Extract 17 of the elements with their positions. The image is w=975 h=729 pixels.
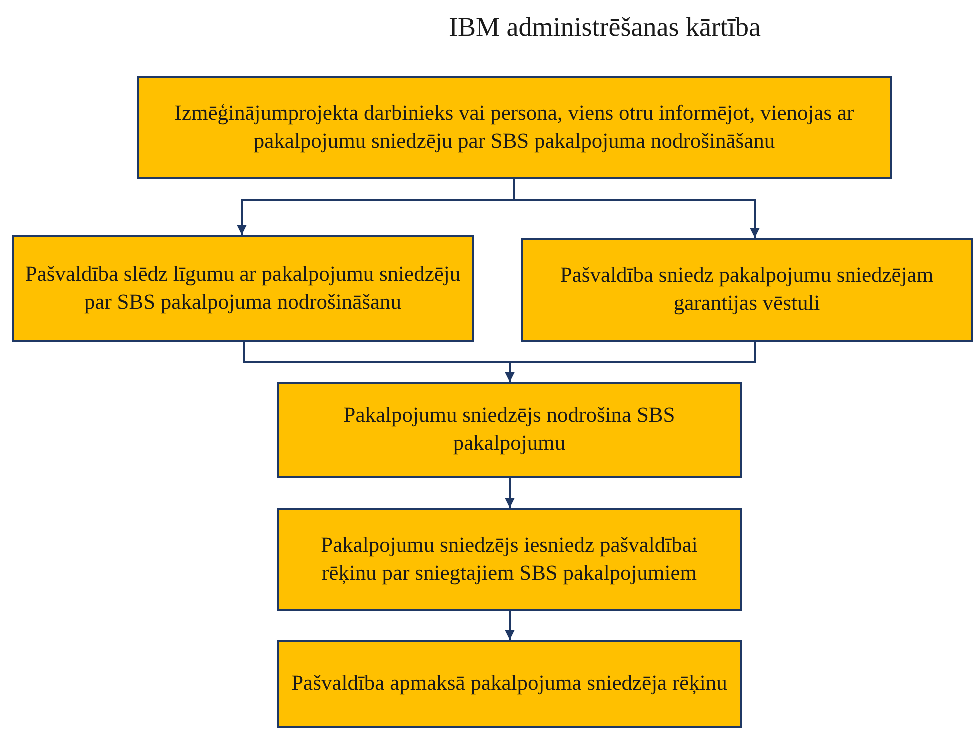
step-text: Pakalpojumu sniedzējs nodrošina SBS pakalpojumu (342, 402, 676, 457)
process-box (137, 76, 892, 179)
process-box (12, 235, 474, 342)
connector-arrow (505, 342, 756, 382)
step-text: Pašvaldība apmaksā pakalpojuma sniedzēja rēķinu (292, 670, 728, 698)
diagram-title: IBM administrēšanas kārtība (448, 12, 762, 43)
connector-arrow (513, 179, 760, 238)
process-box (277, 640, 742, 728)
step-text: Pašvaldība slēdz līgumu ar pakalpojumu sniedzēju par SBS pakalpojuma nodrošināšanu (24, 260, 462, 316)
connector-arrow (505, 478, 515, 508)
step-text: Pakalpojumu sniedzējs iesniedz pašvaldībai rēķinu par sniegtajiem SBS pakalpojumiem (320, 532, 699, 587)
process-box (277, 508, 742, 611)
step-text: Pašvaldība sniedz pakalpojumu sniedzējam garantijas vēstuli (559, 262, 935, 317)
connector-arrow (505, 611, 515, 640)
process-box (277, 382, 742, 478)
step-text: Izmēģinājumprojekta darbinieks vai persona, viens otru informējot, vienojas ar pakalpojumu sniedzēju par SBS pakalpojuma nodrošināšanu (174, 100, 856, 155)
process-box (521, 238, 973, 342)
